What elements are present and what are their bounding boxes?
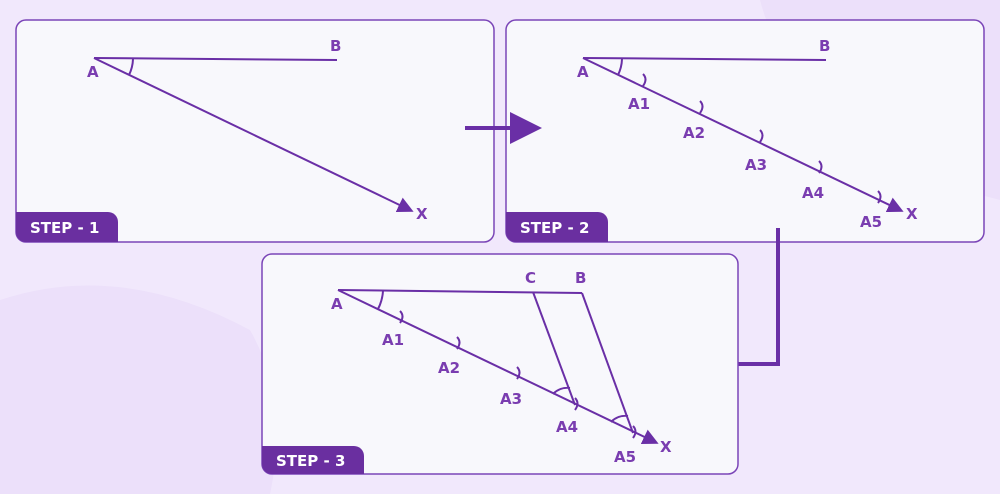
point-label-a4: A4 bbox=[556, 418, 578, 436]
point-label-c: C bbox=[525, 269, 536, 287]
step-label: STEP - 1 bbox=[30, 219, 99, 237]
parallel-line-ca4 bbox=[532, 291, 576, 406]
ray-ax bbox=[582, 57, 904, 213]
point-label-x: X bbox=[416, 205, 428, 223]
angle-arc bbox=[128, 58, 134, 76]
point-label-a1: A1 bbox=[382, 331, 404, 349]
point-label-a5: A5 bbox=[614, 448, 636, 466]
point-label-x: X bbox=[906, 205, 918, 223]
point-label-a: A bbox=[577, 63, 589, 81]
segment-ab bbox=[582, 57, 827, 61]
point-label-a1: A1 bbox=[628, 95, 650, 113]
point-label-x: X bbox=[660, 438, 672, 456]
step-2-panel: STEP - 2 A B X A1 A2 A3 A4 A5 bbox=[505, 19, 985, 243]
ray-ax bbox=[93, 57, 414, 213]
step-badge bbox=[262, 446, 364, 474]
point-label-a4: A4 bbox=[802, 184, 824, 202]
point-label-a: A bbox=[87, 63, 99, 81]
angle-arc bbox=[617, 58, 623, 76]
equal-arc-marks bbox=[642, 73, 882, 204]
point-label-a3: A3 bbox=[500, 390, 522, 408]
line-ba5 bbox=[581, 292, 634, 434]
segment-ab bbox=[93, 57, 338, 61]
angle-arc-a4 bbox=[552, 386, 571, 395]
step-badge bbox=[16, 212, 118, 242]
point-label-b: B bbox=[330, 37, 341, 55]
angle-arc-a5 bbox=[610, 414, 629, 423]
point-label-b: B bbox=[819, 37, 830, 55]
step-label: STEP - 2 bbox=[520, 219, 589, 237]
point-label-a2: A2 bbox=[438, 359, 460, 377]
segment-ab bbox=[337, 289, 583, 294]
step-label: STEP - 3 bbox=[276, 452, 345, 470]
ray-ax bbox=[337, 289, 659, 445]
point-label-a: A bbox=[331, 295, 343, 313]
step-badge bbox=[506, 212, 608, 242]
point-label-b: B bbox=[575, 269, 586, 287]
point-label-a3: A3 bbox=[745, 156, 767, 174]
step-3-panel: STEP - 3 A C B X A1 A2 A3 A4 A5 bbox=[261, 253, 739, 475]
point-label-a2: A2 bbox=[683, 124, 705, 142]
equal-arc-marks bbox=[399, 310, 637, 439]
angle-arc bbox=[377, 290, 384, 310]
background-blob bbox=[0, 285, 277, 494]
step-1-panel: STEP - 1 A B X bbox=[15, 19, 495, 243]
point-label-a5: A5 bbox=[860, 213, 882, 231]
